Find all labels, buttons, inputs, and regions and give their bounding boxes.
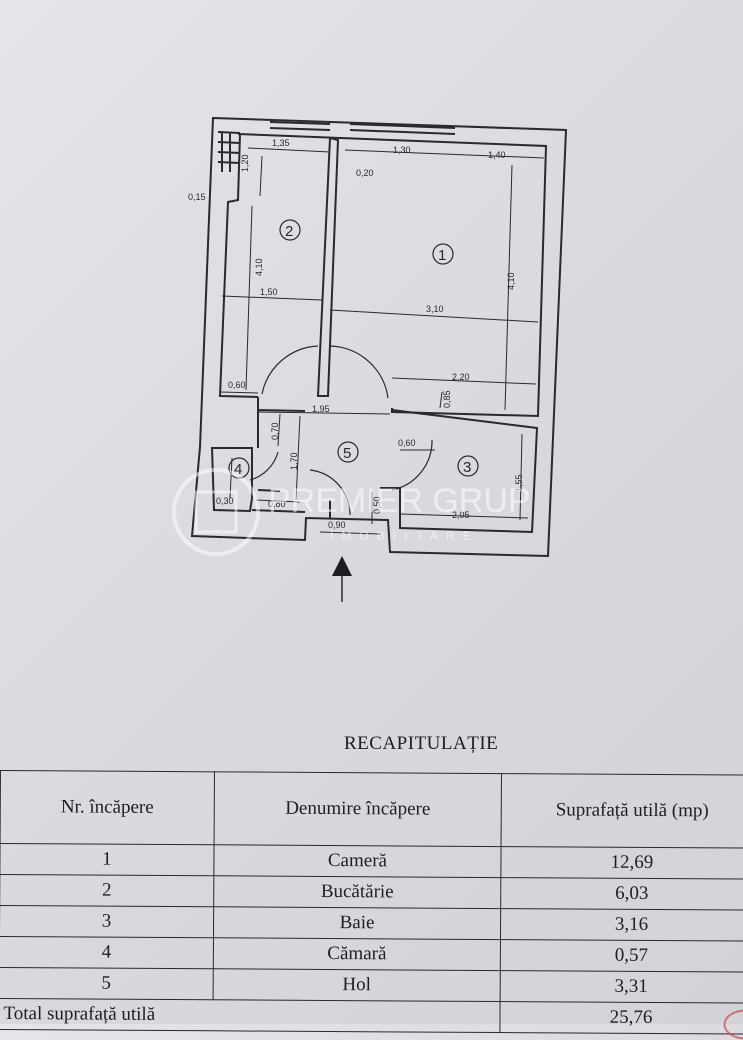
row-nr: 2 [0,874,214,907]
dimension-label: 0,50 [372,496,382,514]
dimension-label: 2,20 [452,372,470,382]
row-nr: 4 [0,936,214,969]
room3-wall [380,409,539,534]
summary-table: Nr. încăpere Denumire încăpere Suprafață… [0,770,743,1040]
floor-plan: 1 2 3 4 5 1,35 1,30 1,40 1,20 0,20 0,15 … [172,116,568,602]
window-top [269,121,456,135]
dimension-label: 0,90 [328,520,346,530]
dimension-label: 4,10 [506,272,516,290]
dimension-label: 1,55 [514,474,524,492]
hall-wall [251,397,331,518]
room-number: 3 [463,459,471,476]
row-nr: 1 [0,843,215,876]
row-area: 0,57 [500,939,743,973]
room-markers: 1 2 3 4 5 [228,219,479,479]
row-area: 6,03 [500,877,743,911]
dimension-label: 1,50 [260,287,278,297]
dimension-labels: 1,35 1,30 1,40 1,20 0,20 0,15 4,10 1,50 … [188,138,524,530]
door-arc [261,345,319,395]
dimension-label: 0,60 [398,438,416,448]
summary-table-wrap: Nr. încăpere Denumire încăpere Suprafață… [0,770,743,1040]
dimension-label: 1,30 [393,145,411,155]
row-name: Cameră [213,844,502,878]
dimension-label: 0,20 [356,168,374,178]
dimension-label: 0,80 [268,499,286,509]
room-number: 5 [343,445,351,462]
door-arc [329,345,389,399]
dimension-label: 3,10 [426,304,444,314]
dimension-label: 0,85 [442,390,452,408]
room-number: 1 [438,247,446,264]
room-number: 4 [234,461,242,478]
dimension-label: 0,30 [216,496,234,506]
room2-wall [218,133,259,398]
row-name: Cămară [213,937,501,971]
watermark-logo: PREMIER GRUP IMOBILIARE [172,468,531,556]
total-label: Total suprafață utilă [0,998,501,1033]
table-row: 5 Hol 3,31 [0,967,743,1004]
total-value: 25,76 [609,1006,653,1028]
header-name: Denumire încăpere [214,771,502,847]
summary-title: RECAPITULAȚIE [344,733,499,754]
table-row: 3 Baie 3,16 [0,905,743,942]
room-number: 2 [285,223,293,240]
row-nr: 3 [0,905,214,938]
dimension-label: 0,15 [188,192,206,202]
row-area: 3,16 [500,908,743,942]
dimension-label: 1,20 [240,154,250,172]
stamp-mark [723,1009,743,1040]
dimension-label: 1,40 [488,150,506,160]
dimension-label: 0,70 [270,422,280,440]
dimension-label: 0,60 [228,380,246,390]
door-arc [391,439,433,491]
row-area: 12,69 [500,846,743,880]
total-cell: 25,76 [499,1001,743,1040]
dimension-label: 2,05 [452,510,470,520]
header-area: Suprafață utilă (mp) [501,773,743,849]
inner-wall [237,133,548,418]
balcony-hatch [217,131,241,172]
row-name: Baie [213,906,501,940]
dimension-label: 4,10 [254,258,264,276]
row-name: Bucătărie [213,875,501,909]
header-nr: Nr. încăpere [0,770,215,845]
total-row: Total suprafață utilă 25,76 [0,998,743,1040]
door-arc [309,469,351,516]
table-row: 2 Bucătărie 6,03 [0,874,743,911]
table-header-row: Nr. încăpere Denumire încăpere Suprafață… [0,770,743,849]
row-nr: 5 [0,967,214,1000]
door-arc [249,451,279,481]
table-row: 4 Cămară 0,57 [0,936,743,973]
row-name: Hol [213,968,501,1002]
watermark-sub: IMOBILIARE [330,529,479,543]
watermark-brand: PREMIER GRUP [268,482,531,520]
row-area: 3,31 [500,970,743,1004]
entrance-arrow-icon [332,556,352,602]
table-row: 1 Cameră 12,69 [0,843,743,880]
dimension-label: 1,70 [289,452,299,470]
dimension-label: 1,35 [272,138,290,148]
room4-wall [210,447,253,513]
partition-1-2 [316,136,340,397]
dimension-label: 1,95 [312,404,330,414]
